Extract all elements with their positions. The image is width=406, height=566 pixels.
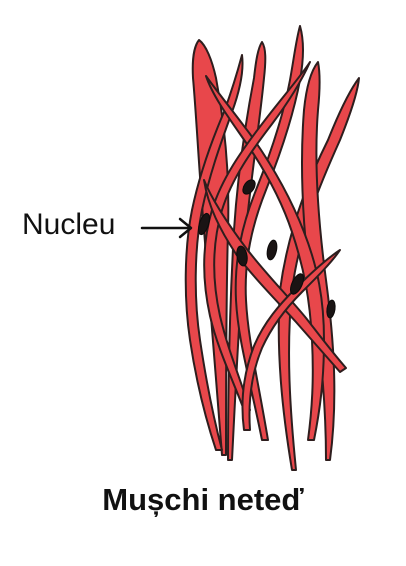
nucleus [266,239,278,261]
muscle-fiber [205,75,325,441]
nucleus [198,212,210,236]
muscle-fiber [203,179,347,373]
nucleus [236,245,248,267]
muscle-fiber [301,61,336,461]
muscle-fiber [277,77,360,471]
figure-caption: Mușchi neteď [102,482,304,517]
muscle-fiber [227,41,267,461]
pointer-arrow [140,217,193,239]
nucleus [326,299,336,319]
nuclei [198,179,336,319]
nucleus-label: Nucleu [22,208,116,241]
muscle-fiber [234,25,304,441]
nucleus [290,273,304,295]
muscle-fiber [184,54,244,451]
muscle-fibers [184,25,360,471]
nucleus [242,179,256,195]
